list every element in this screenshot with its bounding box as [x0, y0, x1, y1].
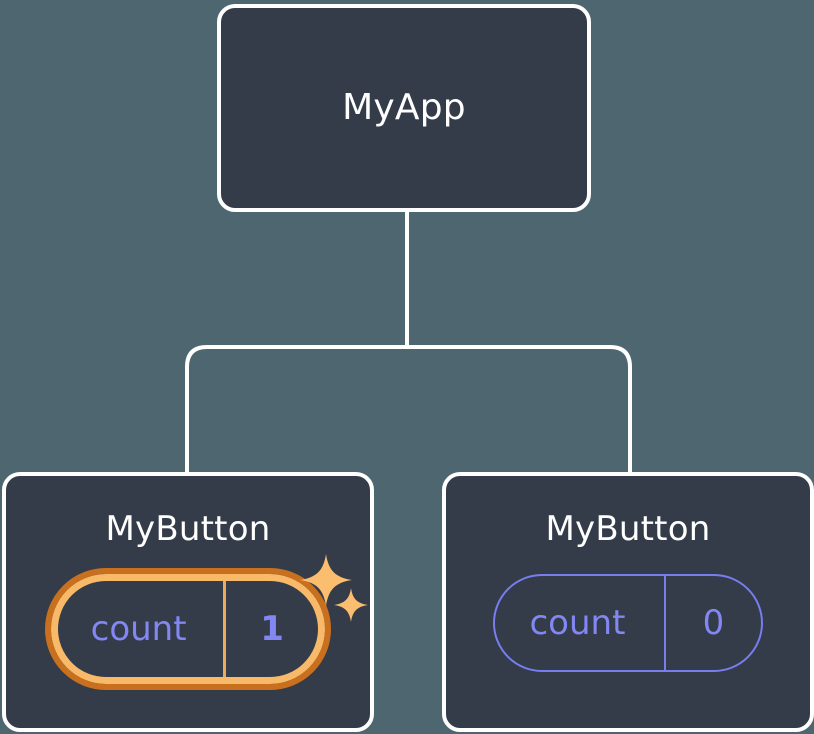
node-mybutton-right-label: MyButton: [545, 509, 711, 549]
node-mybutton-left-label: MyButton: [105, 509, 271, 549]
state-pill-left-key: count: [90, 609, 187, 649]
state-pill-wrapper-left: count 1: [45, 568, 331, 690]
state-pill-left[interactable]: count 1: [45, 568, 331, 690]
connector-branch-bar: [185, 345, 632, 472]
state-pill-left-divider: [223, 581, 227, 677]
node-mybutton-right[interactable]: MyButton count 0: [442, 472, 814, 732]
state-pill-right-value: 0: [702, 603, 725, 643]
state-pill-right[interactable]: count 0: [493, 574, 763, 672]
state-pill-right-divider: [663, 576, 666, 670]
state-pill-wrapper-right: count 0: [493, 574, 763, 672]
node-myapp[interactable]: MyApp: [217, 4, 591, 212]
state-pill-right-key: count: [529, 603, 626, 643]
node-myapp-label: MyApp: [342, 87, 466, 128]
node-mybutton-left[interactable]: MyButton count 1: [2, 472, 374, 732]
state-pill-left-value: 1: [260, 609, 284, 649]
